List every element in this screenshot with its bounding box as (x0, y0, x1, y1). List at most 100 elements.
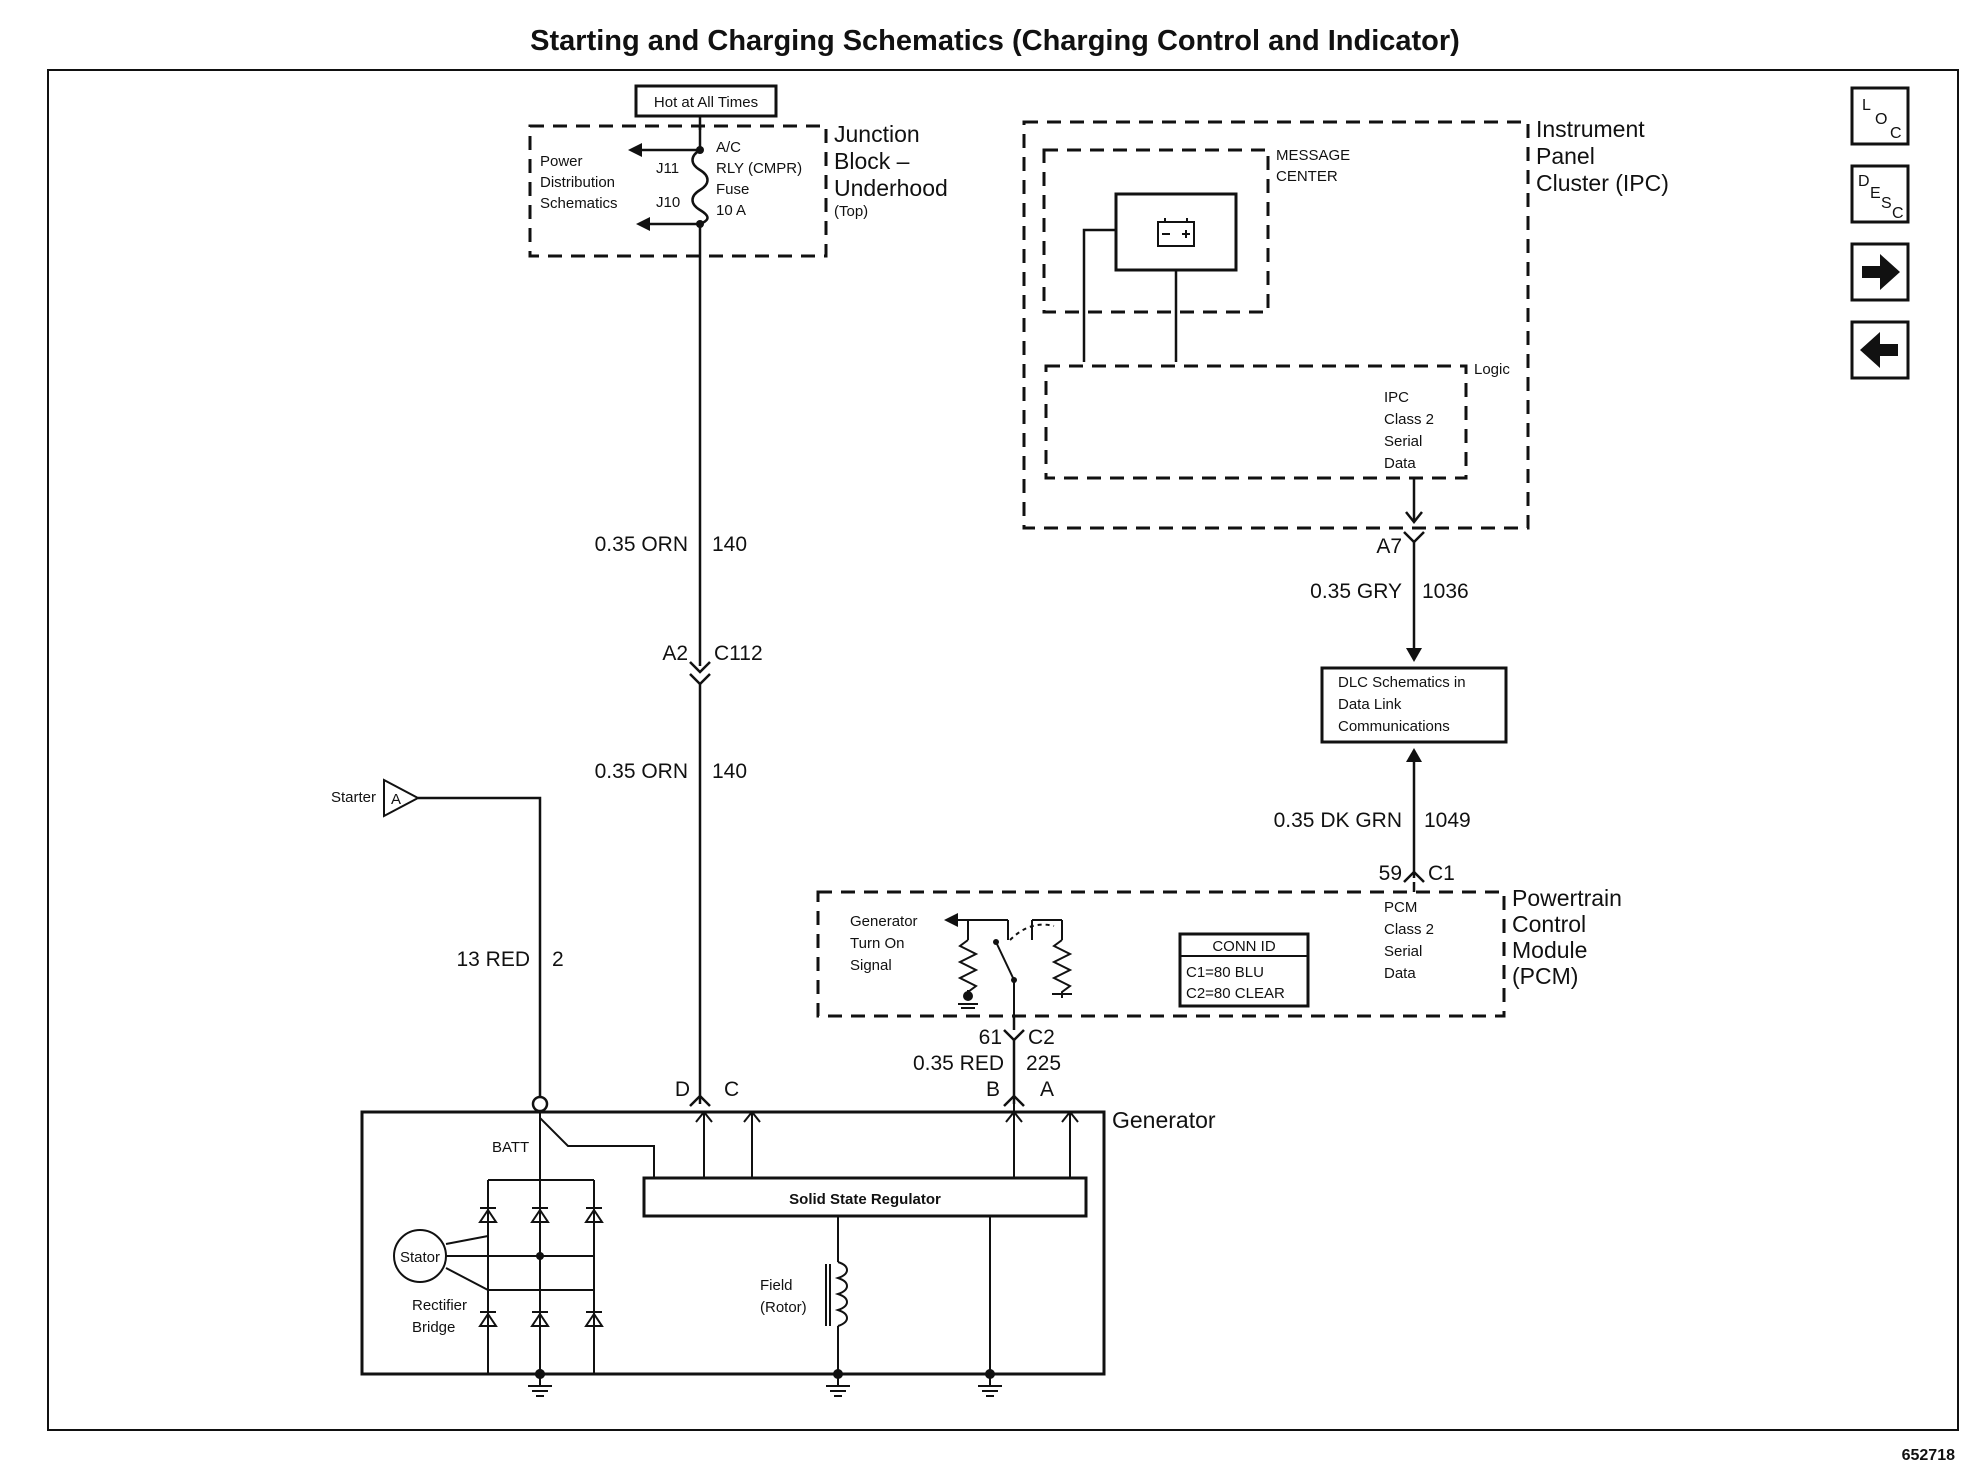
junction-block-name-1: Junction (834, 121, 920, 147)
ground-icon (826, 1369, 850, 1397)
arrow-j11-icon (628, 143, 642, 157)
junction-block-name-2: Block – (834, 148, 910, 174)
arrow-left-icon (1860, 332, 1898, 368)
wire-gry-number: 1036 (1422, 580, 1469, 603)
message-center (1042, 148, 1270, 314)
arrow-right-icon (1862, 254, 1900, 290)
ipc-name-3: Cluster (IPC) (1536, 170, 1669, 196)
diode-icon (478, 1207, 604, 1327)
c1-connector: C1 (1428, 862, 1455, 885)
page-title: Starting and Charging Schematics (Chargi… (530, 25, 1460, 57)
next-page-button[interactable] (1850, 242, 1910, 302)
connector-c1 (1403, 870, 1425, 883)
previous-page-button[interactable] (1850, 320, 1910, 380)
solid-state-regulator (642, 1176, 1088, 1218)
c112-pin: A2 (662, 642, 688, 665)
terminal-b: B (986, 1078, 1000, 1101)
logic-label: Logic (1474, 361, 1510, 378)
dlc-label-3: Communications (1338, 718, 1450, 735)
wire-red-2-color: 13 RED (456, 948, 530, 971)
regulator-label: Solid State Regulator (789, 1191, 941, 1208)
starter-flag-a[interactable]: A (383, 778, 421, 818)
terminal-a: A (1040, 1078, 1054, 1101)
svg-text:C: C (1890, 125, 1902, 142)
field-rotor-coil (834, 1261, 848, 1327)
c2-pin: 61 (979, 1026, 1002, 1049)
generator-turn-on-label-3: Signal (850, 957, 892, 974)
starter-label: Starter (331, 789, 376, 806)
svg-text:E: E (1870, 185, 1881, 202)
ipc-name-1: Instrument (1536, 116, 1645, 142)
dlc-schematics-reference[interactable] (1320, 666, 1508, 744)
generator-turn-on-label-1: Generator (850, 913, 918, 930)
conn-id-c1: C1=80 BLU (1186, 964, 1264, 981)
svg-text:D: D (1858, 173, 1870, 190)
terminal-j11: J11 (656, 160, 679, 177)
batt-terminal (531, 1095, 549, 1113)
powertrain-control-module (816, 890, 1506, 1018)
junction-block-name-3: Underhood (834, 175, 948, 201)
pcm-name-4: (PCM) (1512, 963, 1578, 989)
junction-block-underhood (528, 124, 828, 258)
ipc-logic (1044, 364, 1468, 480)
terminal-j10: J10 (656, 194, 680, 211)
generator-name: Generator (1112, 1107, 1216, 1133)
loc-button[interactable]: L O C (1850, 86, 1910, 146)
pcm-serial-label-2: Class 2 (1384, 921, 1434, 938)
power-distribution-label-1: Power (540, 153, 583, 170)
svg-text:L: L (1862, 97, 1871, 114)
ipc-serial-label-4: Data (1384, 455, 1416, 472)
ipc-name-2: Panel (1536, 143, 1595, 169)
message-center-label-2: CENTER (1276, 168, 1338, 185)
wire-red-2-number: 2 (552, 948, 564, 971)
batt-label: BATT (492, 1139, 529, 1156)
ground-icon (528, 1369, 552, 1397)
field-label-1: Field (760, 1277, 793, 1294)
sheet-border (47, 69, 1959, 1431)
wire-red-225-color: 0.35 RED (913, 1052, 1004, 1075)
generator-turn-on-label-2: Turn On (850, 935, 904, 952)
svg-text:A: A (391, 791, 401, 808)
c112-connector: C112 (714, 642, 763, 665)
pcm-name-1: Powertrain (1512, 885, 1622, 911)
wire-orn-upper-number: 140 (712, 533, 747, 556)
wire-gry-color: 0.35 GRY (1310, 580, 1402, 603)
pcm-serial-label-4: Data (1384, 965, 1416, 982)
wire-dkgrn-number: 1049 (1424, 809, 1471, 832)
fuse-label-4: 10 A (716, 202, 746, 219)
conn-id-title: CONN ID (1212, 938, 1276, 955)
ground-icon (978, 1369, 1002, 1397)
terminal-d: D (675, 1078, 690, 1101)
wire-orn-lower-number: 140 (712, 760, 747, 783)
rectifier-label-1: Rectifier (412, 1297, 467, 1314)
ipc-serial-label-1: IPC (1384, 389, 1409, 406)
dlc-label-2: Data Link (1338, 696, 1402, 713)
stator-label: Stator (400, 1249, 440, 1266)
conn-id-box (1178, 932, 1310, 1008)
pcm-name-3: Module (1512, 937, 1587, 963)
svg-text:O: O (1875, 111, 1887, 128)
pcm-name-2: Control (1512, 911, 1586, 937)
terminal-c: C (724, 1078, 739, 1101)
figure-number: 652718 (1902, 1447, 1955, 1464)
pcm-serial-label-1: PCM (1384, 899, 1417, 916)
fuse-label-3: Fuse (716, 181, 749, 198)
wire-dkgrn-color: 0.35 DK GRN (1274, 809, 1402, 832)
junction-block-view: (Top) (834, 203, 868, 220)
rectifier-bridge (478, 1179, 604, 1379)
instrument-panel-cluster (1022, 120, 1530, 530)
arrow-to-dlc-icon (1406, 648, 1422, 662)
conn-id-c2: C2=80 CLEAR (1186, 985, 1285, 1002)
wire-red-225-number: 225 (1026, 1052, 1061, 1075)
fuse-label-2: RLY (CMPR) (716, 160, 802, 177)
desc-button[interactable]: D E S C (1850, 164, 1910, 224)
ipc-serial-label-3: Serial (1384, 433, 1422, 450)
a7-pin: A7 (1376, 535, 1402, 558)
charge-indicator-lamp (1114, 192, 1238, 272)
svg-text:S: S (1881, 195, 1892, 212)
ipc-serial-label-2: Class 2 (1384, 411, 1434, 428)
connector-c2 (1003, 1029, 1025, 1042)
svg-text:Hot at All Times: Hot at All Times (654, 94, 758, 111)
generator (360, 1110, 1106, 1376)
message-center-label-1: MESSAGE (1276, 147, 1350, 164)
